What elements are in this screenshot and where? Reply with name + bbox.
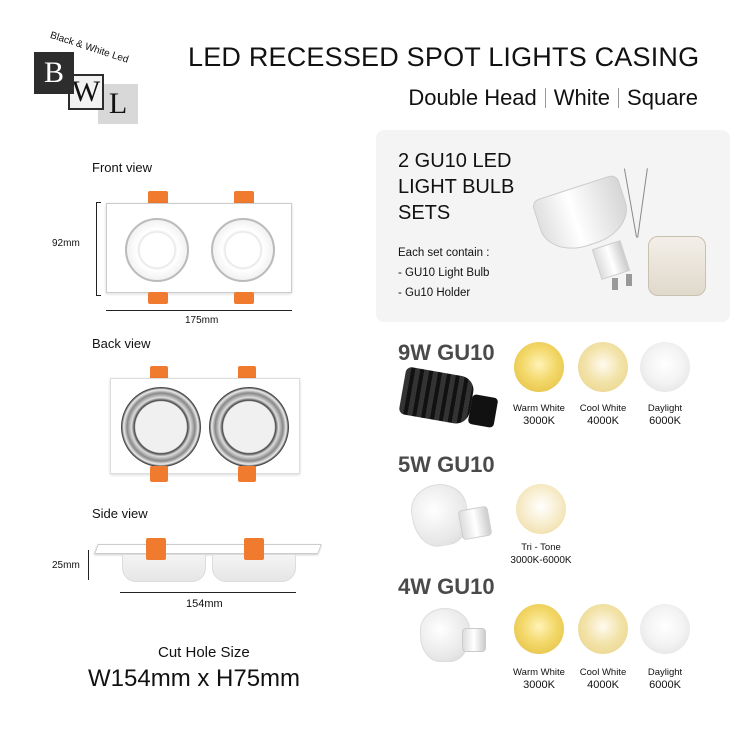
tone-name: Daylight [647, 667, 683, 678]
subtitle-color: White [553, 85, 611, 110]
product-5w-title: 5W GU10 [398, 452, 495, 477]
tone-kelvin: 4000K [587, 679, 619, 691]
swatch-4w-daylight [640, 604, 690, 654]
tone-kelvin: 6000K [649, 679, 681, 691]
front-clip-bottom-right [234, 292, 254, 304]
product-4w-title: 4W GU10 [398, 574, 495, 599]
tone-kelvin: 6000K [649, 415, 681, 427]
swatch-9w-warm-white [514, 342, 564, 392]
side-width-label: 154mm [186, 598, 223, 610]
swatch-9w-daylight [640, 342, 690, 392]
contain-item-holder: - Gu10 Holder [398, 287, 471, 299]
tone-4w-daylight: Daylight 6000K [630, 666, 700, 692]
tone-9w-warm-white: Warm White 3000K [504, 402, 574, 428]
front-view-casing [106, 203, 292, 293]
swatch-4w-warm-white [514, 604, 564, 654]
subtitle-divider [544, 88, 546, 108]
side-width-line [120, 592, 296, 593]
contain-label: Each set contain : [398, 247, 490, 259]
subtitle-divider [618, 88, 620, 108]
logo-letter-b: B [34, 52, 74, 94]
swatch-5w-tri-tone [516, 484, 566, 534]
front-height-tick [96, 202, 101, 203]
subtitle-form: Square [627, 85, 698, 110]
tone-name: Tri - Tone [521, 542, 561, 553]
back-ring-left [121, 387, 201, 467]
swatch-9w-cool-white [578, 342, 628, 392]
tone-kelvin: 3000K-6000K [510, 555, 572, 566]
tone-kelvin: 4000K [587, 415, 619, 427]
front-height-line [96, 202, 97, 296]
back-clip-bottom-left [150, 466, 168, 482]
bulb-9w-image [398, 366, 476, 426]
tone-9w-cool-white: Cool White 4000K [568, 402, 638, 428]
back-clip-bottom-right [238, 466, 256, 482]
bulb-set-title: 2 GU10 LED LIGHT BULB SETS [398, 150, 515, 224]
front-height-label: 92mm [52, 238, 80, 249]
front-width-label: 175mm [185, 315, 219, 326]
gu10-holder-image [648, 236, 706, 296]
side-clip-right [244, 538, 264, 560]
back-view-label: Back view [92, 336, 151, 351]
tone-5w-tri-tone: Tri - Tone 3000K-6000K [506, 541, 576, 567]
subtitle-shape: Double Head [408, 85, 537, 110]
side-clip-left [146, 538, 166, 560]
tone-name: Daylight [647, 403, 683, 414]
brand-logo: Black & White Led L W B [28, 28, 146, 128]
front-width-line [106, 310, 292, 311]
cut-hole-label: Cut Hole Size [158, 644, 250, 661]
tone-name: Warm White [513, 667, 565, 678]
front-view-label: Front view [92, 160, 152, 175]
cut-hole-value: W154mm x H75mm [88, 665, 301, 692]
logo-letter-w: W [68, 74, 104, 110]
page-subtitle: Double Head White Square [408, 85, 698, 111]
bulb-4w-neck [462, 628, 486, 652]
back-view-casing [110, 378, 300, 474]
back-ring-right [209, 387, 289, 467]
side-view-label: Side view [92, 506, 148, 521]
tone-name: Warm White [513, 403, 565, 414]
bulb-4w-image [420, 608, 470, 662]
front-ring-right [211, 218, 275, 282]
page-title: LED RECESSED SPOT LIGHTS CASING [188, 42, 700, 72]
gu10-bulb-pin [612, 278, 618, 290]
tone-name: Cool White [579, 667, 627, 678]
product-9w-title: 9W GU10 [398, 340, 495, 365]
swatch-4w-cool-white [578, 604, 628, 654]
tone-9w-daylight: Daylight 6000K [630, 402, 700, 428]
gu10-bulb-pin [626, 274, 632, 286]
side-view-body-left [122, 554, 206, 582]
bulb-5w-neck [457, 505, 493, 541]
tone-4w-cool-white: Cool White 4000K [568, 666, 638, 692]
tone-name: Cool White [579, 403, 627, 414]
tone-kelvin: 3000K [523, 415, 555, 427]
front-ring-left [125, 218, 189, 282]
bulb-set-contents: Each set contain : - GU10 Light Bulb - G… [398, 243, 489, 303]
contain-item-bulb: - GU10 Light Bulb [398, 267, 490, 279]
side-height-label: 25mm [52, 560, 80, 571]
side-height-line [88, 550, 89, 580]
logo-letter-l: L [98, 84, 138, 124]
bulb-9w-base [467, 393, 499, 429]
tone-kelvin: 3000K [523, 679, 555, 691]
side-view-flange [94, 544, 322, 554]
front-height-tick [96, 295, 101, 296]
front-clip-bottom-left [148, 292, 168, 304]
tone-4w-warm-white: Warm White 3000K [504, 666, 574, 692]
